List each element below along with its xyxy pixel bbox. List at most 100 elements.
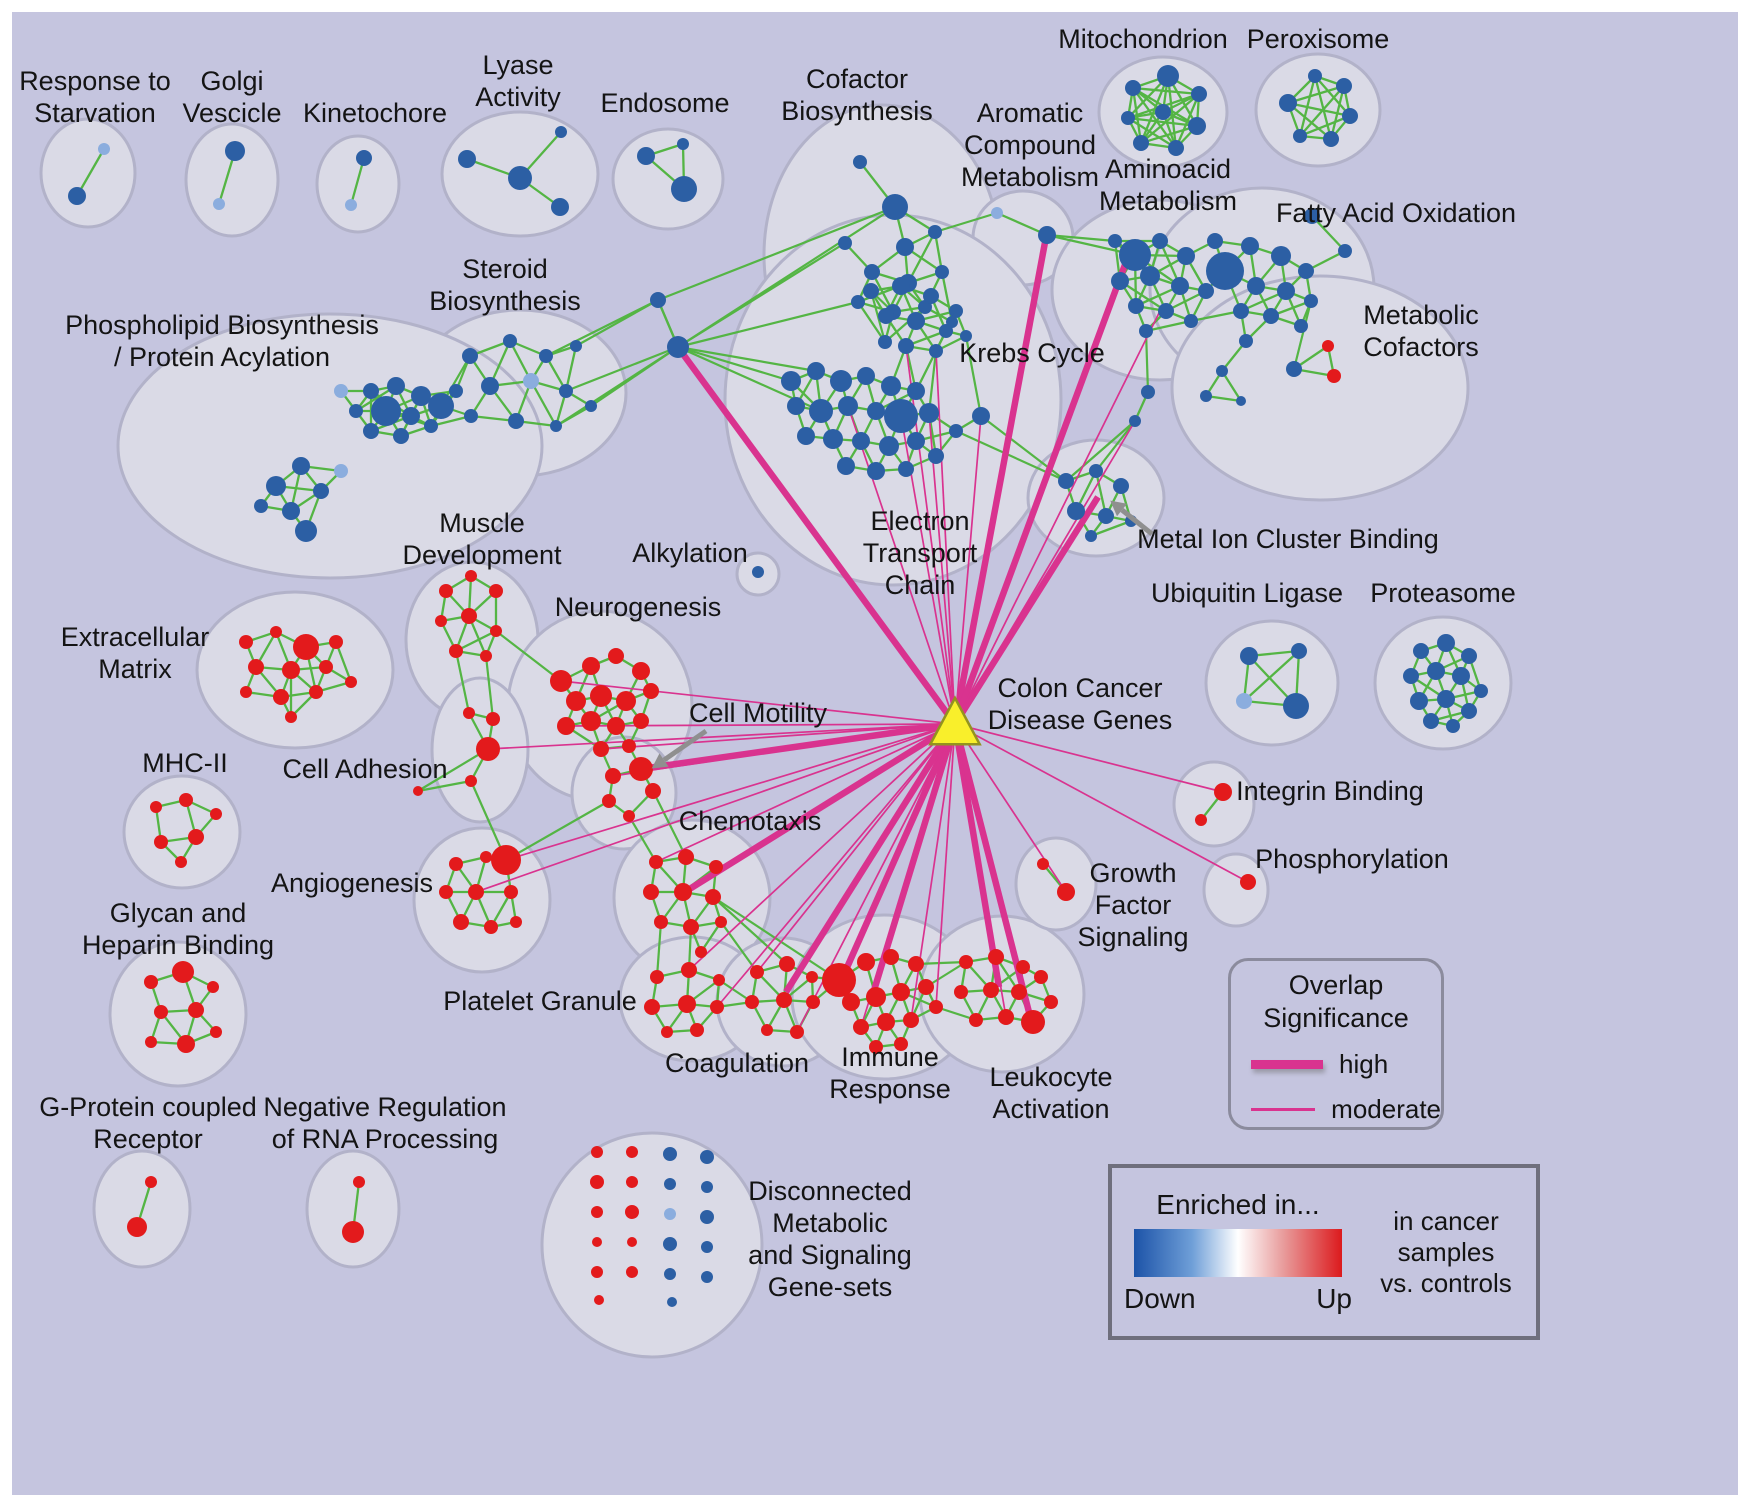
gene-set-node-disconnected-gene-sets[interactable] (625, 1205, 639, 1219)
gene-set-node-proteasome[interactable] (1427, 662, 1445, 680)
gene-set-node-ubiquitin-ligase[interactable] (1240, 647, 1258, 665)
gene-set-node-neurogenesis[interactable] (593, 741, 609, 757)
gene-set-node-alkylation[interactable] (752, 566, 764, 578)
gene-set-node-extracellular-matrix[interactable] (248, 659, 264, 675)
gene-set-node-cofactor-biosynthesis[interactable] (882, 194, 908, 220)
gene-set-node-mitochondrion[interactable] (1191, 86, 1207, 102)
gene-set-node-electron-transport-chain[interactable] (797, 427, 815, 445)
gene-set-node-extracellular-matrix[interactable] (273, 689, 289, 705)
gene-set-node-phospholipid-biosynthesis[interactable] (266, 476, 286, 496)
gene-set-node-leukocyte-activation[interactable] (954, 985, 968, 999)
gene-set-node-leukocyte-activation[interactable] (983, 982, 999, 998)
gene-set-node-negative-regulation-rna-processing[interactable] (353, 1176, 365, 1188)
gene-set-node-coagulation[interactable] (761, 1024, 773, 1036)
gene-set-node-disconnected-gene-sets[interactable] (700, 1150, 714, 1164)
gene-set-node-immune-response[interactable] (866, 987, 886, 1007)
gene-set-node-phospholipid-biosynthesis[interactable] (334, 384, 348, 398)
gene-set-node-proteasome[interactable] (1437, 690, 1455, 708)
gene-set-node-aminoacid-metabolism[interactable] (1141, 385, 1155, 399)
gene-set-node-proteasome[interactable] (1403, 668, 1419, 684)
gene-set-node-proteasome[interactable] (1452, 667, 1470, 685)
gene-set-node-leukocyte-activation[interactable] (1016, 960, 1030, 974)
gene-set-node-disconnected-gene-sets[interactable] (664, 1268, 676, 1280)
gene-set-node-steroid-biosynthesis[interactable] (503, 334, 517, 348)
gene-set-node-fatty-acid-oxidation[interactable] (1207, 233, 1223, 249)
gene-set-node-glycan-heparin-binding[interactable] (145, 1036, 157, 1048)
gene-set-node-disconnected-gene-sets[interactable] (591, 1206, 603, 1218)
gene-set-node-immune-response[interactable] (892, 983, 910, 1001)
gene-set-node-disconnected-gene-sets[interactable] (626, 1176, 638, 1188)
gene-set-node-electron-transport-chain[interactable] (830, 370, 852, 392)
gene-set-node-endosome[interactable] (637, 147, 655, 165)
gene-set-node-metal-ion-cluster-binding[interactable] (1067, 502, 1085, 520)
gene-set-node-phospholipid-biosynthesis[interactable] (402, 407, 420, 425)
gene-set-node-electron-transport-chain[interactable] (879, 436, 899, 456)
gene-set-node-platelet-granule[interactable] (650, 970, 664, 984)
gene-set-node-mhc-ii[interactable] (179, 793, 193, 807)
gene-set-node-electron-transport-chain[interactable] (867, 462, 885, 480)
gene-set-node-extracellular-matrix[interactable] (240, 686, 252, 698)
gene-set-node-cofactor-biosynthesis[interactable] (878, 335, 892, 349)
gene-set-node-metal-ion-cluster-binding[interactable] (1113, 478, 1129, 494)
gene-set-node-cofactor-biosynthesis[interactable] (896, 238, 914, 256)
gene-set-node-peroxisome[interactable] (1293, 129, 1307, 143)
gene-set-node-extracellular-matrix[interactable] (293, 634, 319, 660)
gene-set-node-proteasome[interactable] (1413, 643, 1429, 659)
gene-set-node-steroid-biosynthesis[interactable] (550, 420, 562, 432)
gene-set-node-chemotaxis[interactable] (649, 855, 663, 869)
gene-set-node-response-to-starvation[interactable] (98, 143, 110, 155)
gene-set-node-leukocyte-activation[interactable] (969, 1013, 983, 1027)
gene-set-node-muscle-development[interactable] (490, 625, 502, 637)
gene-set-node-fatty-acid-oxidation[interactable] (1241, 237, 1259, 255)
gene-set-node-phospholipid-biosynthesis[interactable] (295, 520, 317, 542)
gene-set-node-angiogenesis[interactable] (439, 885, 453, 899)
gene-set-node-neurogenesis[interactable] (608, 648, 624, 664)
gene-set-node-electron-transport-chain[interactable] (807, 362, 825, 380)
gene-set-node-coagulation[interactable] (779, 956, 795, 972)
gene-set-node-angiogenesis[interactable] (480, 851, 492, 863)
gene-set-node-leukocyte-activation[interactable] (1021, 1010, 1045, 1034)
gene-set-node-mitochondrion[interactable] (1133, 135, 1149, 151)
gene-set-node-immune-response[interactable] (842, 993, 860, 1011)
gene-set-node-phospholipid-biosynthesis[interactable] (254, 499, 268, 513)
gene-set-node-phospholipid-biosynthesis[interactable] (363, 423, 379, 439)
gene-set-node-electron-transport-chain[interactable] (884, 399, 918, 433)
gene-set-node-mitochondrion[interactable] (1155, 104, 1171, 120)
gene-set-node-electron-transport-chain[interactable] (781, 371, 801, 391)
gene-set-node-ubiquitin-ligase[interactable] (1236, 693, 1252, 709)
gene-set-node-phospholipid-biosynthesis[interactable] (292, 457, 310, 475)
gene-set-node-muscle-development[interactable] (465, 570, 477, 582)
gene-set-node-aminoacid-metabolism[interactable] (1158, 303, 1174, 319)
gene-set-node-immune-response[interactable] (857, 953, 875, 971)
gene-set-node-chemotaxis[interactable] (674, 883, 692, 901)
gene-set-node-proteasome[interactable] (1461, 648, 1477, 664)
gene-set-node-metal-ion-cluster-binding[interactable] (1058, 473, 1074, 489)
gene-set-node-fatty-acid-oxidation[interactable] (1233, 303, 1249, 319)
gene-set-node-electron-transport-chain[interactable] (972, 407, 990, 425)
gene-set-node-disconnected-gene-sets[interactable] (663, 1237, 677, 1251)
gene-set-node-immune-response[interactable] (883, 949, 899, 965)
gene-set-node-integrin-binding[interactable] (1195, 814, 1207, 826)
gene-set-node-metabolic-cofactors[interactable] (1327, 369, 1341, 383)
gene-set-node-phospholipid-biosynthesis[interactable] (349, 404, 363, 418)
gene-set-node-disconnected-gene-sets[interactable] (590, 1175, 604, 1189)
gene-set-node-disconnected-gene-sets[interactable] (626, 1146, 638, 1158)
gene-set-node-ubiquitin-ligase[interactable] (1291, 643, 1307, 659)
gene-set-node-angiogenesis[interactable] (468, 884, 484, 900)
gene-set-node-cell-adhesion[interactable] (465, 775, 477, 787)
gene-set-node-leukocyte-activation[interactable] (998, 1009, 1014, 1025)
gene-set-node-glycan-heparin-binding[interactable] (172, 961, 194, 983)
gene-set-node-glycan-heparin-binding[interactable] (144, 975, 158, 989)
gene-set-node-phospholipid-biosynthesis[interactable] (313, 483, 329, 499)
gene-set-node-steroid-biosynthesis[interactable] (481, 377, 499, 395)
gene-set-node-metabolic-cofactors[interactable] (1322, 340, 1334, 352)
gene-set-node-disconnected-gene-sets[interactable] (664, 1208, 676, 1220)
gene-set-node-cell-adhesion[interactable] (476, 737, 500, 761)
gene-set-node-fatty-acid-oxidation[interactable] (1206, 252, 1244, 290)
gene-set-node-neurogenesis[interactable] (590, 685, 612, 707)
gene-set-node-extracellular-matrix[interactable] (319, 660, 333, 674)
gene-set-node-glycan-heparin-binding[interactable] (210, 1026, 222, 1038)
gene-set-node-aminoacid-metabolism[interactable] (1177, 247, 1195, 265)
gene-set-node-aminoacid-metabolism[interactable] (1152, 233, 1168, 249)
gene-set-node-aromatic-compound-metabolism[interactable] (991, 207, 1003, 219)
